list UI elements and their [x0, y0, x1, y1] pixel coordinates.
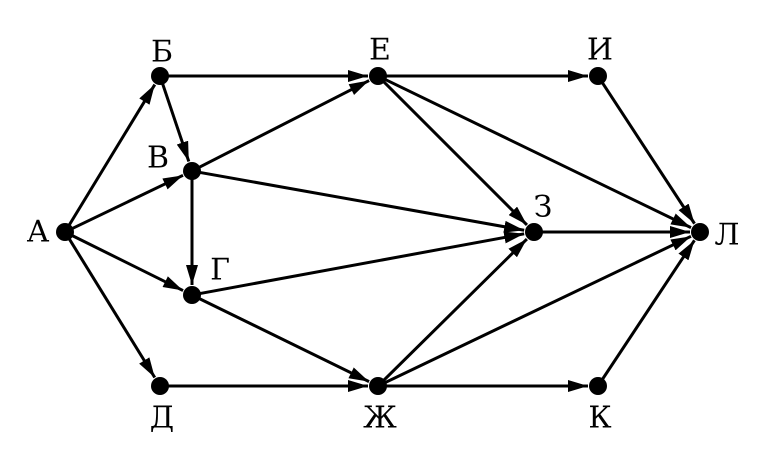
- node-i: [589, 67, 607, 85]
- edge-b-v: [160, 79, 191, 163]
- edge-a-v: [68, 173, 184, 232]
- node-label-a: А: [27, 215, 50, 250]
- node-e: [369, 67, 387, 85]
- edge-v-z: [196, 170, 525, 233]
- node-label-b: Б: [151, 35, 173, 70]
- edge-a-d: [66, 235, 157, 379]
- node-a: [56, 223, 74, 241]
- node-v: [183, 162, 201, 180]
- node-label-e: Е: [369, 33, 391, 68]
- node-label-z: З: [534, 190, 553, 225]
- node-label-zh: Ж: [363, 401, 397, 436]
- edge-i-l: [599, 78, 696, 225]
- edge-a-g: [68, 232, 184, 292]
- edge-e-z: [380, 78, 528, 226]
- node-b: [151, 67, 169, 85]
- edge-g-z: [196, 231, 525, 296]
- node-zh: [369, 377, 387, 395]
- node-g: [183, 286, 201, 304]
- node-label-i: И: [587, 33, 613, 68]
- nodes-layer: [56, 67, 709, 395]
- node-label-g: Г: [210, 253, 230, 288]
- node-label-v: В: [147, 141, 169, 176]
- edge-zh-z: [380, 237, 528, 384]
- node-l: [691, 223, 709, 241]
- node-label-k: К: [588, 401, 611, 436]
- edge-g-zh: [195, 295, 370, 383]
- node-label-d: Д: [150, 401, 174, 436]
- edge-v-e: [195, 79, 370, 171]
- edge-e-l: [381, 76, 692, 229]
- edges-layer: [66, 70, 696, 392]
- edge-zh-l: [381, 234, 692, 386]
- edge-k-l: [599, 239, 696, 384]
- node-z: [525, 223, 543, 241]
- node-d: [151, 377, 169, 395]
- node-label-l: Л: [714, 218, 739, 253]
- node-k: [589, 377, 607, 395]
- labels-layer: А Б В Г Д Е Ж З И К Л: [27, 33, 740, 436]
- edge-a-b: [66, 83, 157, 229]
